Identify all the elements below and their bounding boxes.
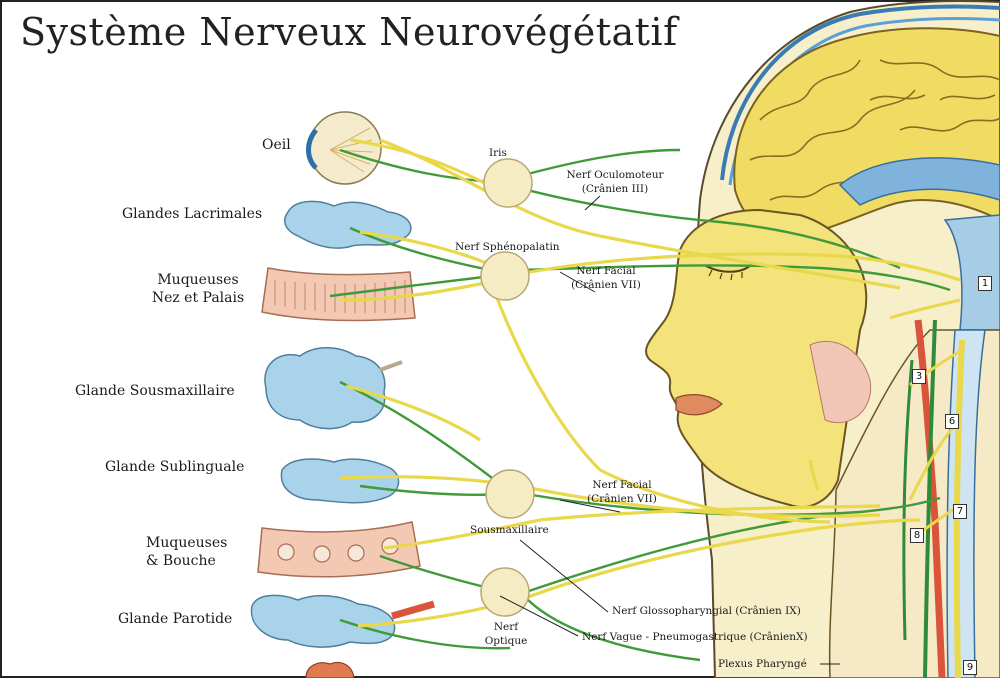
label-sousmaxillaire: Glande Sousmaxillaire [75, 382, 235, 400]
optique-ganglion [481, 568, 529, 616]
label-facial-upper-line2: (Crânien VII) [566, 278, 646, 292]
label-oculomoteur-line2: (Crânien III) [556, 182, 674, 196]
label-muqueuses-bouche-line2: & Bouche [146, 552, 212, 570]
lacrimal-gland [285, 201, 411, 248]
iris-ganglion [484, 159, 532, 207]
label-muqueuses-nez: Muqueuses Nez et Palais [150, 271, 246, 307]
page-title: Système Nerveux Neurovégétatif [20, 10, 678, 54]
label-sublinguale: Glande Sublinguale [105, 458, 244, 476]
marker-6: 6 [945, 414, 959, 429]
label-muqueuses-bouche: Muqueuses & Bouche [146, 534, 212, 570]
sublingual-gland [281, 459, 398, 503]
ganglia [481, 159, 534, 616]
eye-globe [309, 112, 381, 184]
label-facial-lower: Nerf Facial (Crânien VII) [580, 478, 664, 506]
marker-7: 7 [953, 504, 967, 519]
sphenopalatin-ganglion [481, 252, 529, 300]
label-muqueuses-nez-line2: Nez et Palais [150, 289, 246, 307]
label-plexus: Plexus Pharyngé [718, 657, 807, 671]
label-oculomoteur: Nerf Oculomoteur (Crânien III) [556, 168, 674, 196]
label-facial-lower-line2: (Crânien VII) [580, 492, 664, 506]
label-vague: Nerf Vague - Pneumogastrique (CrânienX) [582, 630, 808, 644]
label-sphenopalatin: Nerf Sphénopalatin [455, 240, 560, 254]
parotid-gland [251, 595, 394, 647]
marker-1: 1 [978, 276, 992, 291]
label-muqueuses-nez-line1: Muqueuses [150, 271, 246, 289]
parotid-duct [392, 604, 434, 616]
label-optique-line2: Optique [482, 634, 530, 648]
marker-8: 8 [910, 528, 924, 543]
label-lacrimales: Glandes Lacrimales [122, 205, 262, 223]
label-optique-line1: Nerf [482, 620, 530, 634]
label-muqueuses-bouche-line1: Muqueuses [146, 534, 212, 552]
label-iris: Iris [489, 146, 507, 160]
label-parotide: Glande Parotide [118, 610, 232, 628]
label-optique: Nerf Optique [482, 620, 530, 648]
marker-3: 3 [912, 369, 926, 384]
label-facial-lower-line1: Nerf Facial [580, 478, 664, 492]
marker-9: 9 [963, 660, 977, 675]
label-sousmaxillaire-ganglion: Sousmaxillaire [470, 523, 549, 537]
submaxillary-gland [265, 348, 385, 429]
label-oculomoteur-line1: Nerf Oculomoteur [556, 168, 674, 182]
heart-partial [306, 663, 354, 678]
sousmaxillaire-ganglion [486, 470, 534, 518]
submaxillary-duct [380, 362, 402, 370]
label-glossopharyngial: Nerf Glossopharyngial (Crânien IX) [612, 604, 801, 618]
label-facial-upper: Nerf Facial (Crânien VII) [566, 264, 646, 292]
label-facial-upper-line1: Nerf Facial [566, 264, 646, 278]
label-oeil: Oeil [262, 136, 291, 154]
